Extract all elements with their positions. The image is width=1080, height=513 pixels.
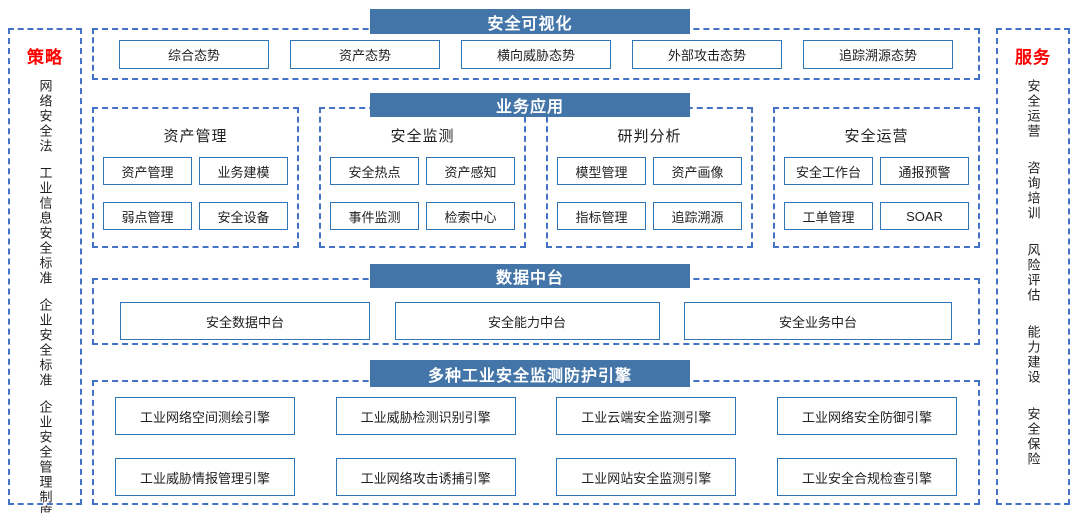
visualization-box-lateral-threat: 横向威胁态势: [461, 39, 611, 69]
engine-box-compliance-check: 工业安全合规检查引擎: [776, 458, 957, 496]
business-box-trace-source: 追踪溯源: [653, 202, 742, 230]
business-box-asset-management: 资产管理: [103, 157, 192, 185]
group-grid: 安全热点 资产感知 事件监测 检索中心: [330, 157, 515, 230]
business-group-security-monitoring: 安全监测 安全热点 资产感知 事件监测 检索中心: [319, 107, 526, 248]
business-header: 业务应用: [370, 93, 690, 117]
business-box-asset-awareness: 资产感知: [426, 157, 515, 185]
strategy-item-network-security-law: 网络安全法: [37, 79, 53, 154]
engines-header: 多种工业安全监测防护引擎: [370, 360, 690, 387]
service-item-consult-training: 咨询培训: [1025, 161, 1041, 221]
business-box-asset-portrait: 资产画像: [653, 157, 742, 185]
business-box-ticket-management: 工单管理: [784, 202, 873, 230]
service-item-security-assurance: 安全保险: [1025, 407, 1041, 467]
service-item-capability-building: 能力建设: [1025, 325, 1041, 385]
data-platform-box-capability: 安全能力中台: [394, 302, 660, 340]
visualization-box-trace: 追踪溯源态势: [803, 39, 953, 69]
business-box-search-center: 检索中心: [426, 202, 515, 230]
group-title: 安全监测: [390, 128, 455, 145]
group-grid: 模型管理 资产画像 指标管理 追踪溯源: [557, 157, 742, 230]
strategy-strip-title: 策略: [27, 48, 63, 67]
business-box-indicator-management: 指标管理: [557, 202, 646, 230]
service-strip: 服务 安全运营 咨询培训 风险评估 能力建设 安全保险: [996, 28, 1070, 505]
business-box-weakness-management: 弱点管理: [103, 202, 192, 230]
service-strip-items: 安全运营 咨询培训 风险评估 能力建设 安全保险: [1025, 77, 1041, 503]
engines-row-2: 工业威胁情报管理引擎 工业网络攻击诱捕引擎 工业网站安全监测引擎 工业安全合规检…: [115, 458, 957, 496]
engine-box-network-defense: 工业网络安全防御引擎: [776, 397, 957, 435]
business-box-workbench: 安全工作台: [784, 157, 873, 185]
visualization-band: 综合态势 资产态势 横向威胁态势 外部攻击态势 追踪溯源态势: [92, 28, 980, 80]
service-item-security-operation: 安全运营: [1025, 79, 1041, 139]
group-title: 安全运营: [844, 128, 909, 145]
business-box-security-hotspot: 安全热点: [330, 157, 419, 185]
business-box-event-monitoring: 事件监测: [330, 202, 419, 230]
engine-box-website-monitoring: 工业网站安全监测引擎: [556, 458, 737, 496]
visualization-box-comprehensive: 综合态势: [119, 39, 269, 69]
business-box-business-modeling: 业务建模: [199, 157, 288, 185]
business-box-security-device: 安全设备: [199, 202, 288, 230]
engines-row-1: 工业网络空间测绘引擎 工业威胁检测识别引擎 工业云端安全监测引擎 工业网络安全防…: [115, 397, 957, 435]
engine-box-cyberspace-mapping: 工业网络空间测绘引擎: [115, 397, 295, 435]
engine-box-threat-detection: 工业威胁检测识别引擎: [335, 397, 516, 435]
group-grid: 安全工作台 通报预警 工单管理 SOAR: [784, 157, 969, 230]
group-grid: 资产管理 业务建模 弱点管理 安全设备: [103, 157, 288, 230]
visualization-box-asset: 资产态势: [290, 39, 440, 69]
group-title: 资产管理: [163, 128, 228, 145]
strategy-item-enterprise-standard: 企业安全标准: [37, 298, 53, 388]
business-group-analysis: 研判分析 模型管理 资产画像 指标管理 追踪溯源: [546, 107, 753, 248]
group-title: 研判分析: [617, 128, 682, 145]
data-platform-box-business: 安全业务中台: [684, 302, 952, 340]
business-box-alert-notice: 通报预警: [880, 157, 969, 185]
strategy-strip-items: 网络安全法 工业信息安全标准 企业安全标准 企业安全管理制度: [37, 77, 53, 513]
data-platform-band: 安全数据中台 安全能力中台 安全业务中台: [92, 278, 980, 345]
business-box-soar: SOAR: [880, 202, 969, 230]
data-platform-box-data: 安全数据中台: [120, 302, 370, 340]
strategy-item-enterprise-management: 企业安全管理制度: [37, 400, 53, 513]
business-box-model-management: 模型管理: [557, 157, 646, 185]
business-group-security-operation: 安全运营 安全工作台 通报预警 工单管理 SOAR: [773, 107, 980, 248]
visualization-box-external-attack: 外部攻击态势: [632, 39, 782, 69]
business-group-asset-management: 资产管理 资产管理 业务建模 弱点管理 安全设备: [92, 107, 299, 248]
strategy-item-industrial-info-standard: 工业信息安全标准: [37, 166, 53, 286]
service-strip-title: 服务: [1015, 48, 1051, 67]
data-platform-header: 数据中台: [370, 264, 690, 288]
engine-box-attack-trapping: 工业网络攻击诱捕引擎: [335, 458, 516, 496]
business-band: 资产管理 资产管理 业务建模 弱点管理 安全设备 安全监测 安全热点 资产感知 …: [92, 107, 980, 248]
engine-box-threat-intel: 工业威胁情报管理引擎: [115, 458, 295, 496]
visualization-header: 安全可视化: [370, 9, 690, 34]
service-item-risk-assessment: 风险评估: [1025, 243, 1041, 303]
engine-box-cloud-monitoring: 工业云端安全监测引擎: [556, 397, 737, 435]
engines-band: 工业网络空间测绘引擎 工业威胁检测识别引擎 工业云端安全监测引擎 工业网络安全防…: [92, 380, 980, 505]
strategy-strip: 策略 网络安全法 工业信息安全标准 企业安全标准 企业安全管理制度: [8, 28, 82, 513]
